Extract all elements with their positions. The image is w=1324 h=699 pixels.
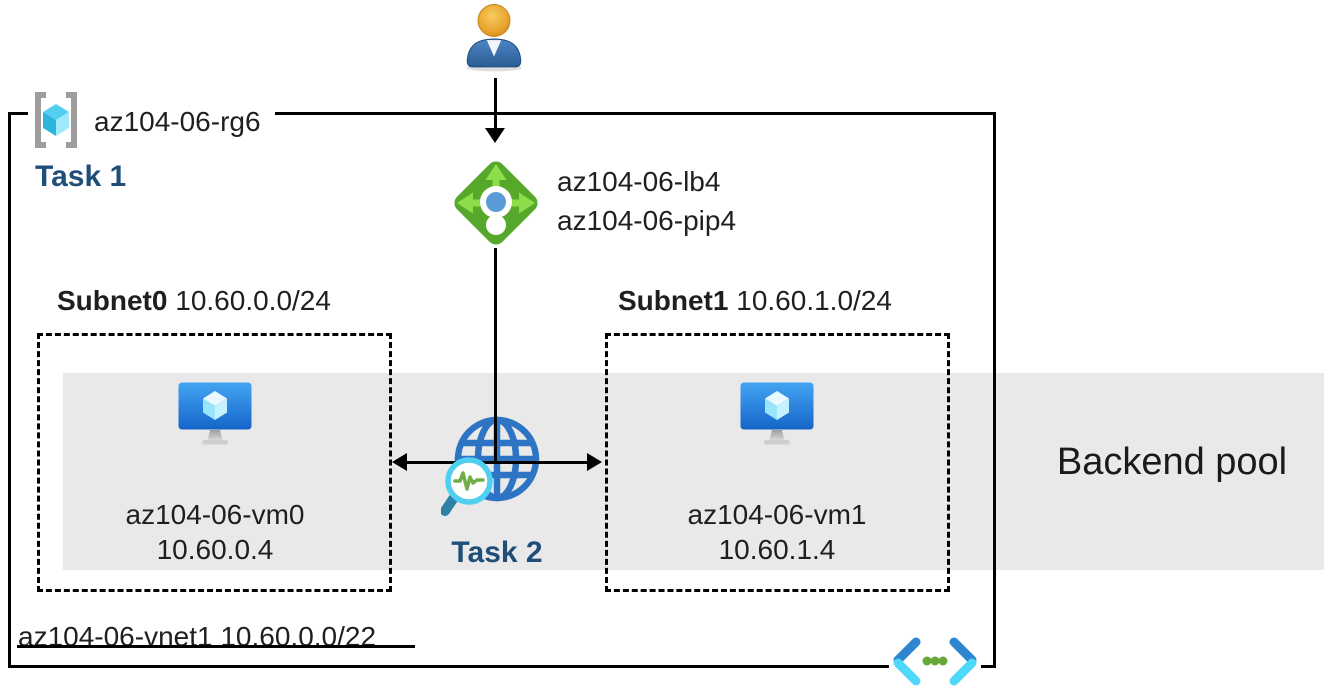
load-balancer-labels: az104-06-lb4 az104-06-pip4 (557, 162, 736, 240)
vnet-label: az104-06-vnet1 10.60.0.0/22 (18, 621, 377, 652)
vm1-ip: 10.60.1.4 (718, 534, 836, 565)
user-icon (461, 2, 527, 77)
vm0-caption: az104-06-vm0 10.60.0.4 (90, 497, 340, 567)
backend-pool-label: Backend pool (1056, 441, 1288, 483)
subnet1-caption: Subnet1 10.60.1.0/24 (618, 285, 892, 317)
user-to-lb-line (494, 78, 497, 130)
task2-label: Task 2 (451, 536, 543, 569)
vm0-icon (177, 381, 253, 452)
subnet1-cidr: 10.60.1.0/24 (736, 285, 892, 316)
public-ip-name: az104-06-pip4 (557, 205, 737, 236)
lb-to-globe-line (494, 248, 497, 463)
subnet0-box (37, 333, 392, 592)
virtual-network-icon (889, 634, 981, 688)
resource-group-box (8, 112, 996, 668)
subnet0-caption: Subnet0 10.60.0.0/24 (57, 285, 331, 317)
arrowhead-down-icon (485, 128, 505, 143)
load-balancer-icon (446, 153, 546, 258)
subnet0-name: Subnet0 (57, 285, 168, 316)
vm1-icon (739, 381, 815, 452)
resource-group-name: az104-06-rg6 (94, 106, 261, 137)
vm0-name: az104-06-vm0 (125, 499, 305, 530)
vm0-ip: 10.60.0.4 (156, 534, 274, 565)
arrowhead-right-icon (587, 453, 602, 471)
arrowhead-left-icon (392, 453, 407, 471)
vm1-name: az104-06-vm1 (687, 499, 867, 530)
vm1-caption: az104-06-vm1 10.60.1.4 (652, 497, 902, 567)
backend-pool-band (63, 373, 1324, 570)
resource-group-label: az104-06-rg6 (28, 90, 275, 154)
subnet0-cidr: 10.60.0.0/24 (175, 285, 331, 316)
subnet1-box (605, 333, 950, 592)
network-watcher-magnifier-icon (440, 455, 499, 538)
subnet-connector-line (403, 461, 595, 464)
resource-group-icon (30, 91, 82, 154)
load-balancer-name: az104-06-lb4 (557, 166, 721, 197)
subnet1-name: Subnet1 (618, 285, 729, 316)
task1-label: Task 1 (35, 160, 127, 193)
vnet-label-strikethrough (17, 645, 415, 648)
